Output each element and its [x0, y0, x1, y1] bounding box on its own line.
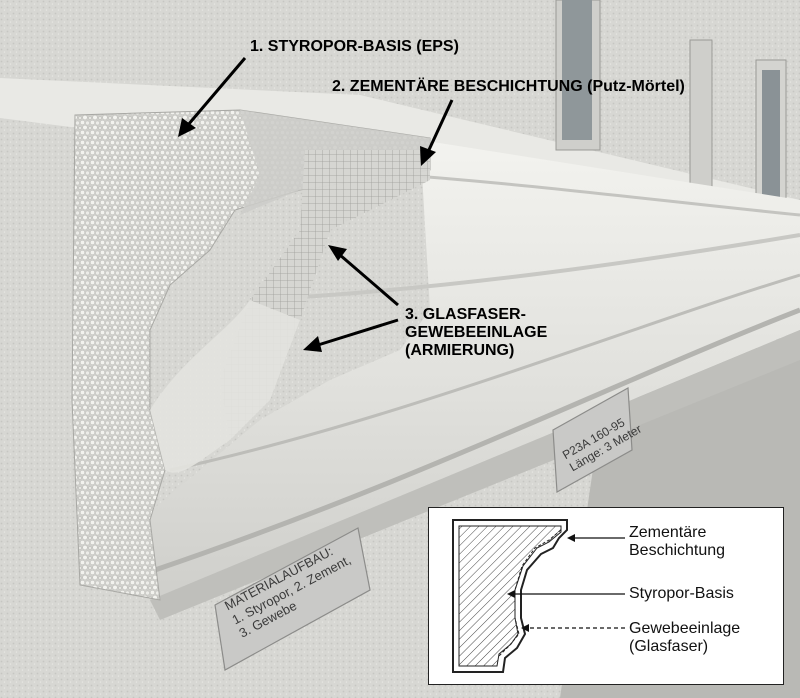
callout-arrows — [178, 57, 454, 352]
callout-glasfaser-line2: GEWEBEEINLAGE — [405, 323, 548, 341]
callout-glasfaser-line1: 3. GLASFASER- — [405, 306, 526, 323]
inset-label-gewebe-line2: (Glasfaser) — [629, 637, 709, 655]
inset-label-zementaere-line1: Zementäre — [629, 524, 707, 541]
cross-section-drawing — [452, 519, 625, 673]
callout-styropor-basis: 1. STYROPOR-BASIS (EPS) — [250, 38, 459, 55]
inset-label-gewebe-line1: Gewebeeinlage — [629, 620, 741, 637]
callout-zementaere-beschichtung: 2. ZEMENTÄRE BESCHICHTUNG (Putz-Mörtel) — [332, 78, 685, 95]
metal-plate-left — [214, 527, 371, 671]
inset-label-zementaere: Zementäre Beschichtung — [629, 524, 725, 560]
callout-glasfaser: 3. GLASFASER- GEWEBEEINLAGE (ARMIERUNG) — [405, 306, 547, 360]
callout-glasfaser-line3: (ARMIERUNG) — [405, 341, 515, 359]
metal-plate-right — [552, 387, 633, 493]
cross-section-inset: Zementäre Beschichtung Styropor-Basis Ge… — [428, 507, 784, 685]
inset-label-styropor: Styropor-Basis — [629, 585, 734, 602]
inset-label-gewebe: Gewebeeinlage (Glasfaser) — [629, 620, 740, 656]
inset-label-zementaere-line2: Beschichtung — [629, 541, 726, 559]
cornice-molding — [140, 140, 800, 600]
